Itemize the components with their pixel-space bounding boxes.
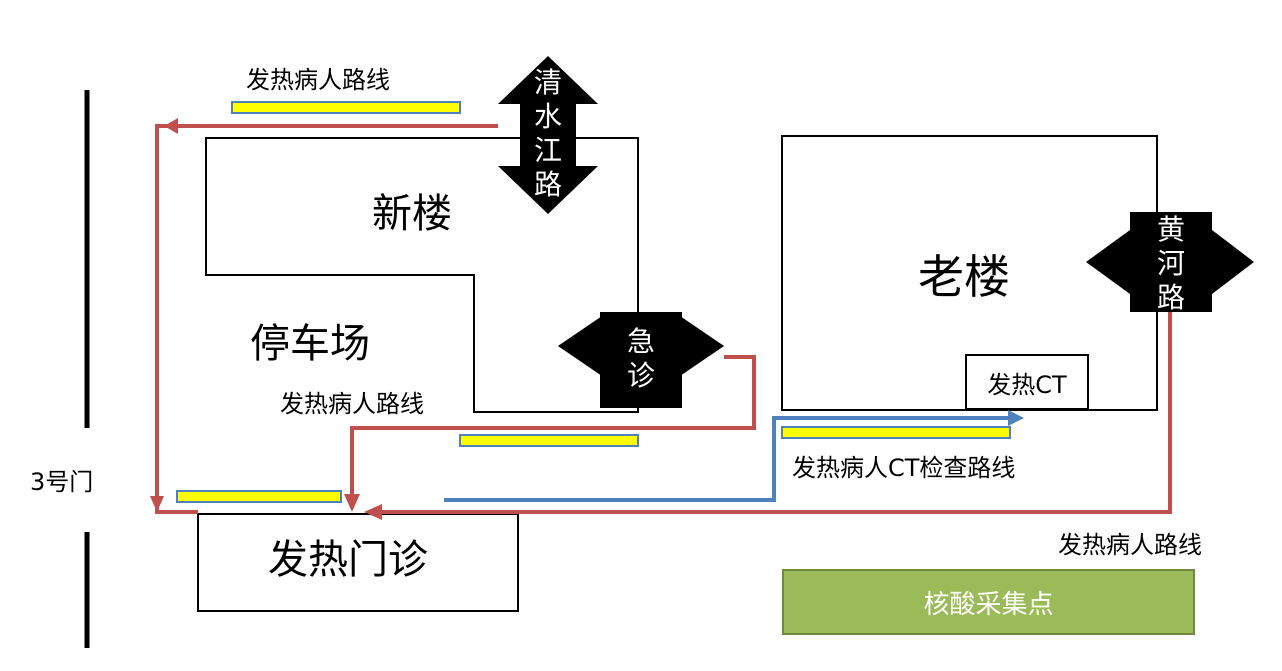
nucleic-site-label: 核酸采集点 — [923, 589, 1054, 620]
qingshui-road-arrow — [498, 56, 598, 214]
huanghe-road-label: 黄 河 路 — [1153, 213, 1189, 315]
gate3-label: 3号门 — [30, 468, 94, 496]
fever-clinic-outline — [197, 513, 519, 612]
qingshui-char: 水 — [533, 100, 562, 133]
red-route-huanghe — [372, 312, 1172, 514]
red-route-emergency — [350, 355, 756, 506]
yellow-bar-ct — [781, 426, 1011, 439]
emergency-char: 诊 — [626, 359, 655, 392]
new-building-label: 新楼 — [372, 191, 452, 237]
parking-label: 停车场 — [250, 321, 370, 367]
fever-clinic-label: 发热门诊 — [268, 537, 428, 583]
red-route-top — [155, 124, 498, 514]
huanghe-char: 河 — [1156, 247, 1185, 280]
qingshui-road-label: 清 水 江 路 — [530, 66, 566, 202]
route-label-mid: 发热病人路线 — [280, 390, 424, 418]
blue-route-ct — [444, 416, 1012, 502]
route-label-right: 发热病人路线 — [1058, 531, 1202, 559]
qingshui-char: 清 — [533, 66, 562, 99]
yellow-bar-top — [231, 101, 461, 114]
qingshui-char: 路 — [533, 168, 562, 201]
yellow-bar-left — [176, 490, 342, 503]
emergency-char: 急 — [626, 325, 655, 358]
new-building-outline — [205, 137, 639, 413]
route-label-top: 发热病人路线 — [246, 66, 390, 94]
yellow-bar-mid — [459, 434, 639, 447]
huanghe-char: 路 — [1156, 281, 1185, 314]
huanghe-road-arrow — [1086, 212, 1254, 312]
huanghe-char: 黄 — [1156, 213, 1185, 246]
emergency-label: 急 诊 — [623, 325, 659, 393]
fever-ct-box: 发热CT — [965, 354, 1089, 410]
old-building-label: 老楼 — [918, 250, 1010, 304]
fever-ct-label: 发热CT — [987, 370, 1067, 399]
nucleic-site-box: 核酸采集点 — [782, 569, 1195, 635]
qingshui-char: 江 — [533, 134, 562, 167]
route-label-ct: 发热病人CT检查路线 — [792, 454, 1016, 482]
